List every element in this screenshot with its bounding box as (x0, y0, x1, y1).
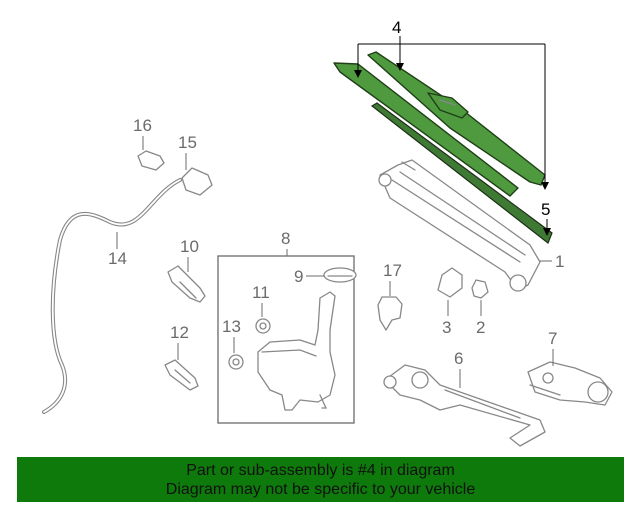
wiper-motor[interactable] (527, 361, 613, 406)
callout-8[interactable]: 8 (281, 229, 290, 248)
callout-10[interactable]: 10 (180, 237, 199, 256)
callout-3[interactable]: 3 (442, 318, 451, 337)
wiper-blade-lower[interactable] (333, 62, 519, 197)
reservoir-cap[interactable] (323, 267, 357, 283)
washer-motor[interactable] (164, 359, 199, 391)
callout-16[interactable]: 16 (133, 116, 152, 135)
arm-cap[interactable] (437, 267, 463, 298)
callout-14[interactable]: 14 (108, 249, 127, 268)
callout-7[interactable]: 7 (548, 329, 557, 348)
reservoir-group-box (217, 255, 355, 424)
wiper-arm[interactable] (378, 159, 541, 292)
nut[interactable] (471, 279, 489, 299)
wiper-linkage[interactable] (383, 364, 546, 447)
washer-hose[interactable] (42, 178, 182, 414)
callout-13[interactable]: 13 (222, 317, 241, 336)
callout-6[interactable]: 6 (454, 349, 463, 368)
grommet-13[interactable] (228, 354, 244, 370)
connector-17[interactable] (377, 296, 403, 331)
callout-17[interactable]: 17 (383, 261, 402, 280)
grommet-11[interactable] (255, 318, 271, 334)
banner-line-1: Part or sub-assembly is #4 in diagram (186, 461, 455, 479)
callout-12[interactable]: 12 (170, 323, 189, 342)
parts-diagram: 4 5 1 3 2 17 6 (42, 18, 613, 447)
callout-5[interactable]: 5 (541, 200, 550, 219)
washer-nozzle-15[interactable] (181, 167, 213, 196)
info-banner: Part or sub-assembly is #4 in diagram Di… (17, 457, 624, 502)
callout-11[interactable]: 11 (252, 283, 270, 302)
washer-pump[interactable] (167, 265, 206, 303)
washer-reservoir[interactable] (257, 291, 336, 411)
wiper-blade-upper[interactable] (367, 51, 546, 186)
callout-2[interactable]: 2 (476, 318, 485, 337)
hose-joint-16[interactable] (137, 150, 165, 171)
wiper-blade-insert[interactable] (370, 102, 553, 244)
callout-4[interactable]: 4 (392, 18, 401, 37)
callout-1[interactable]: 1 (555, 252, 564, 271)
banner-line-2: Diagram may not be specific to your vehi… (165, 480, 476, 498)
callout-9[interactable]: 9 (294, 267, 303, 286)
callout-15[interactable]: 15 (178, 133, 197, 152)
leader-4 (357, 36, 546, 186)
